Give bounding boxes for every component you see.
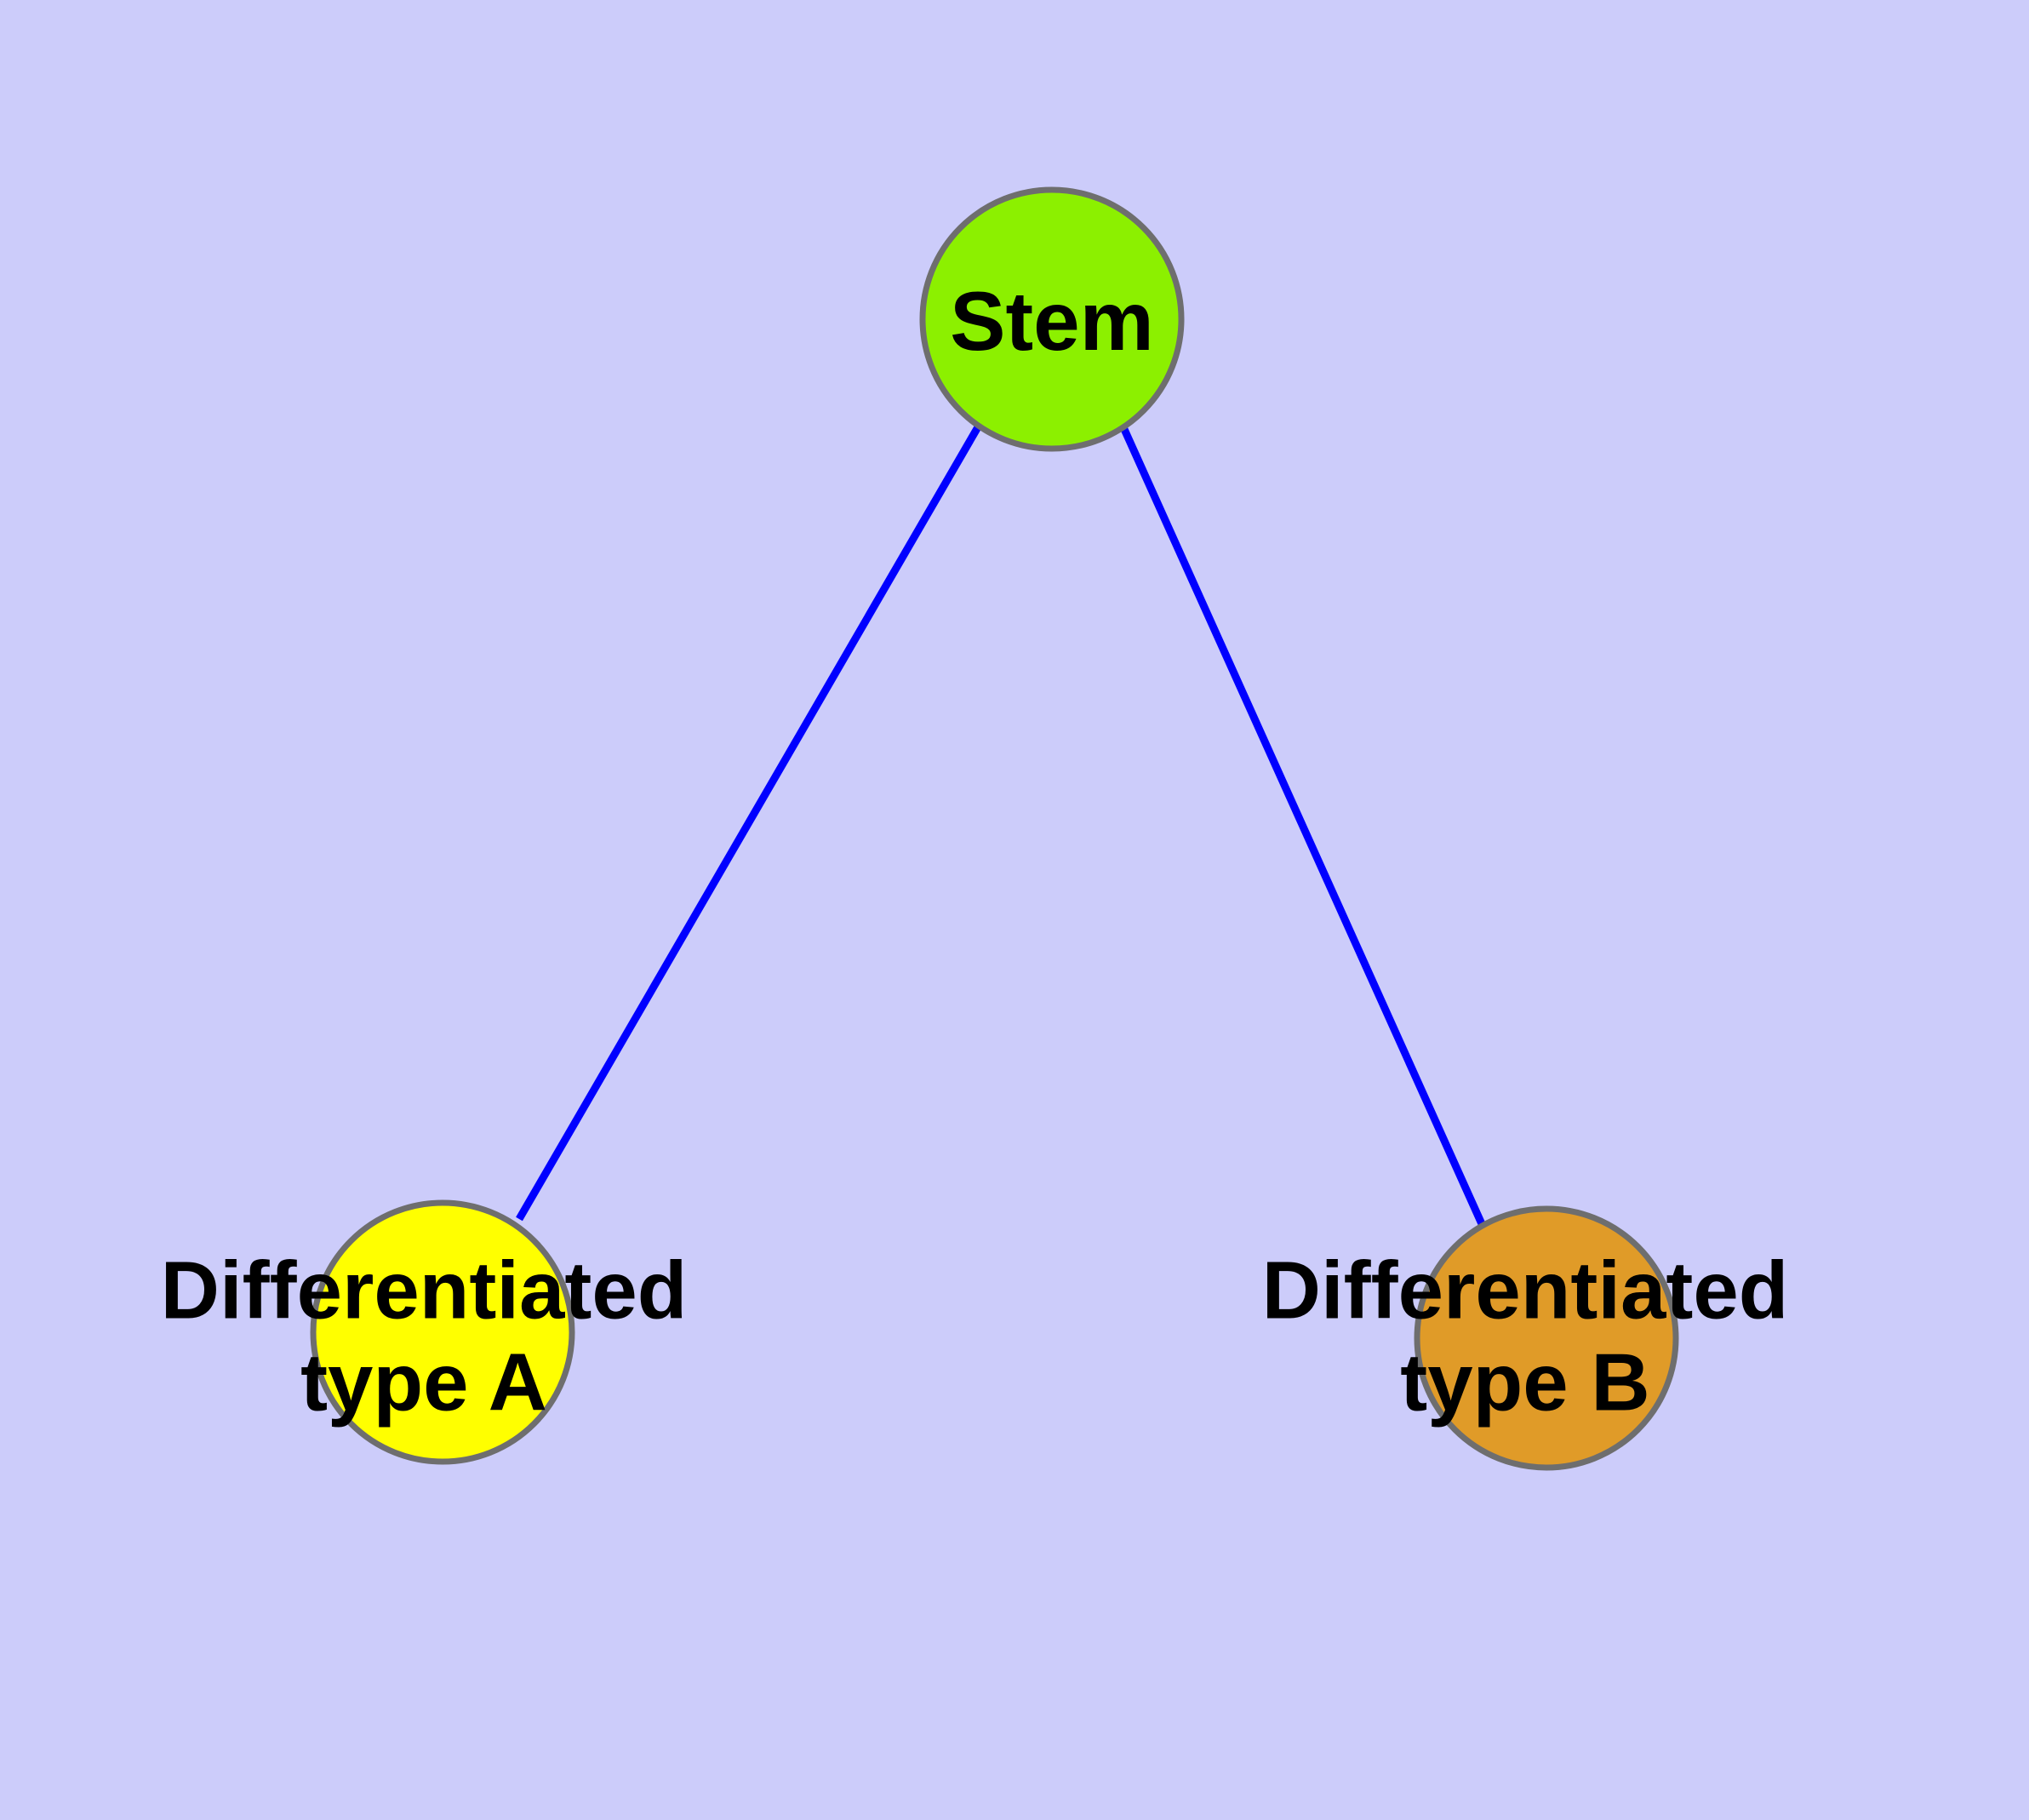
node-circle-diff-type-a[interactable] (310, 1199, 575, 1465)
edge-stem-to-b[interactable] (1119, 426, 1487, 1228)
node-circle-diff-type-b[interactable] (1414, 1205, 1679, 1471)
nodes-group (310, 186, 1679, 1471)
edge-stem-to-a[interactable] (516, 423, 982, 1222)
edges-group (516, 423, 1487, 1228)
node-circle-stem[interactable] (919, 186, 1185, 452)
